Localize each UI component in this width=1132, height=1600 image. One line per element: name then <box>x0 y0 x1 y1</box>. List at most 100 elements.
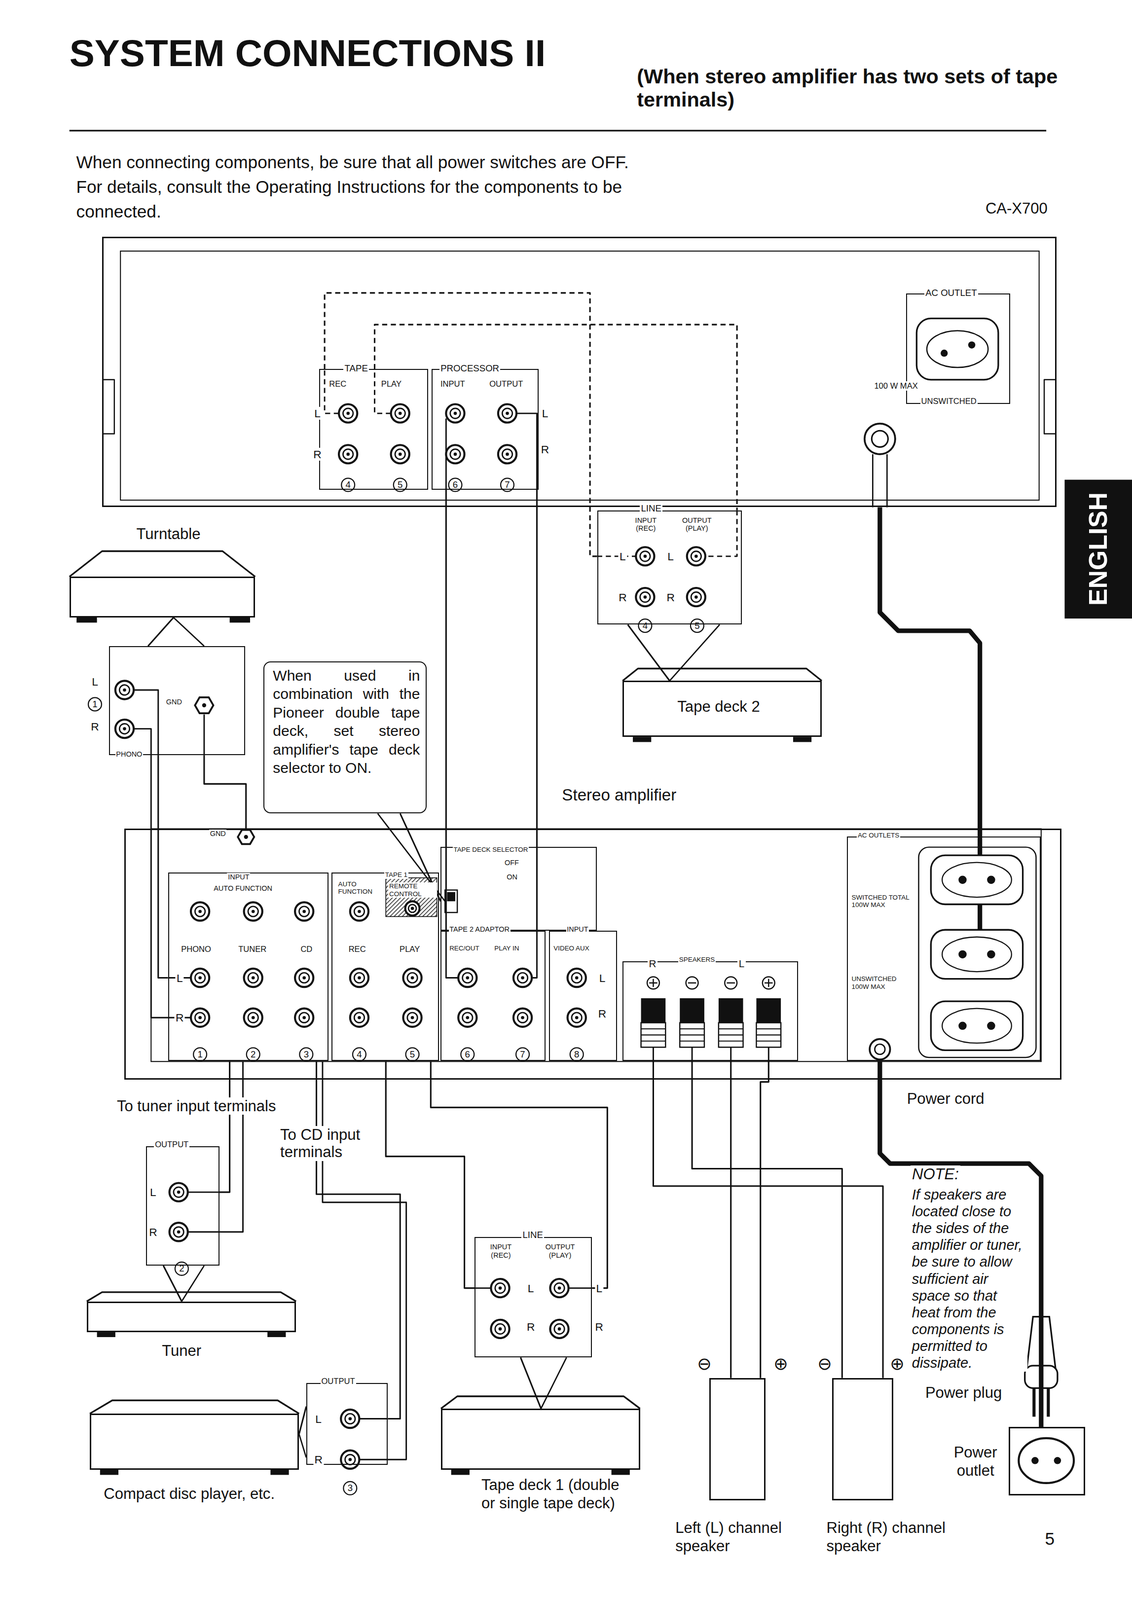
device-foot <box>611 1469 630 1475</box>
selector-knob <box>446 892 456 902</box>
wire <box>359 1418 388 1420</box>
jack-inner <box>450 449 461 460</box>
socket-hole <box>986 950 996 959</box>
ac-socket-face <box>942 862 1012 898</box>
jack-pin <box>694 595 698 599</box>
plug-pin <box>1032 1387 1036 1417</box>
jack-inner <box>502 408 512 419</box>
power-outlet: Power outlet <box>1008 1426 1086 1496</box>
jack-outer <box>549 1278 569 1298</box>
jack-pin <box>357 976 362 980</box>
terminal-label: AC OUTLET <box>924 287 979 298</box>
bracket-leg <box>669 624 720 681</box>
jack-inner <box>194 1012 205 1023</box>
callout-number: 2 <box>249 1049 257 1060</box>
jack-pin <box>505 411 510 416</box>
jack-inner <box>395 408 405 419</box>
callout-number: 5 <box>693 620 701 631</box>
channel-label: R <box>147 1225 159 1239</box>
leader-label: To tuner input terminals <box>115 1097 278 1116</box>
page-title: SYSTEM CONNECTIONS II <box>69 32 546 74</box>
jack-inner <box>298 1012 309 1023</box>
device-foot <box>229 617 251 623</box>
socket-hole <box>1054 1457 1061 1464</box>
channel-label: L <box>314 1412 323 1425</box>
callout-number: 6 <box>451 479 459 490</box>
terminal-rib <box>718 1040 744 1042</box>
socket-hole <box>986 876 996 885</box>
channel-label: L <box>597 971 607 985</box>
turntable: Turntable <box>69 576 256 618</box>
jack-inner <box>248 1012 258 1023</box>
jack-inner <box>342 408 353 419</box>
jack-outer <box>445 444 465 464</box>
channel-label: R <box>665 590 676 604</box>
terminal-label: INPUT <box>226 873 251 882</box>
callout-number: 1 <box>196 1049 204 1060</box>
polarity-symbol: ⊖ <box>815 1353 835 1374</box>
channel-label: R <box>525 1320 537 1334</box>
jack-outer <box>169 1182 188 1202</box>
jack-outer <box>244 1008 263 1027</box>
channel-label: R <box>593 1320 605 1334</box>
dashed-cable <box>324 292 598 557</box>
terminal-label: REC/OUT <box>448 944 481 952</box>
jack-pin <box>453 411 458 416</box>
signal-cable <box>445 489 447 931</box>
channel-label: L <box>526 1281 536 1295</box>
signal-cable <box>158 755 169 978</box>
jack-pin <box>302 1016 306 1020</box>
wire <box>568 1287 593 1289</box>
device-foot <box>632 736 652 742</box>
jack-inner <box>354 1012 365 1023</box>
signal-cable <box>204 755 247 829</box>
bracket-leg <box>541 1357 567 1409</box>
device-label: Left (L) channel speaker <box>673 1518 821 1556</box>
subtitle: (When stereo amplifier has two sets of t… <box>634 65 1063 111</box>
terminal-rib <box>641 1028 666 1030</box>
number-circle <box>246 1047 260 1061</box>
polarity-mark <box>767 979 769 988</box>
terminal-label: OUTPUT (PLAY) <box>536 1242 584 1260</box>
signal-cable <box>219 1060 230 1193</box>
callout-box: When used in combination with the Pionee… <box>263 661 427 814</box>
jack-outer <box>294 968 314 987</box>
jack-pin <box>643 595 648 599</box>
terminal-rib <box>756 1028 781 1030</box>
device-label: Turntable <box>134 525 203 544</box>
cord-grommet <box>871 430 888 447</box>
signal-cable <box>163 1265 182 1302</box>
jack-inner <box>345 1413 356 1424</box>
plug-pin <box>1046 1387 1050 1417</box>
wire <box>203 714 205 756</box>
jack-inner <box>450 408 461 419</box>
wire <box>445 930 459 978</box>
amplifier-unit: Stereo amplifierINPUTAUTO FUNCTIONPHONOT… <box>124 828 1062 1080</box>
note-heading: NOTE: <box>910 1165 961 1184</box>
polarity-mark <box>724 976 737 989</box>
power-cord <box>879 507 981 837</box>
wire <box>374 369 391 414</box>
jack-inner <box>462 1012 473 1023</box>
power-cord <box>879 1060 1042 1427</box>
ac-socket-face <box>942 937 1012 972</box>
jack-inner <box>173 1187 184 1198</box>
leader-label: To CD input terminals <box>278 1126 384 1162</box>
channel-label: R <box>540 442 551 456</box>
polarity-mark <box>652 979 654 988</box>
terminal-rib <box>718 1034 744 1036</box>
number-circle <box>193 1047 207 1061</box>
wire <box>322 1061 407 1460</box>
terminal-rib <box>679 1034 705 1036</box>
callout-number: 2 <box>178 1263 185 1275</box>
callout-number: 5 <box>396 479 404 490</box>
jack-outer <box>190 1008 210 1027</box>
jack-pin <box>346 411 350 416</box>
callout-number: 4 <box>355 1049 363 1060</box>
device-label: Right (R) channel speaker <box>824 1518 972 1556</box>
callout-number: 3 <box>302 1049 310 1060</box>
terminal-label: OUTPUT <box>488 379 524 389</box>
socket-hole <box>958 876 967 885</box>
outlet-frame <box>918 847 1036 1058</box>
jack-outer <box>244 902 263 921</box>
